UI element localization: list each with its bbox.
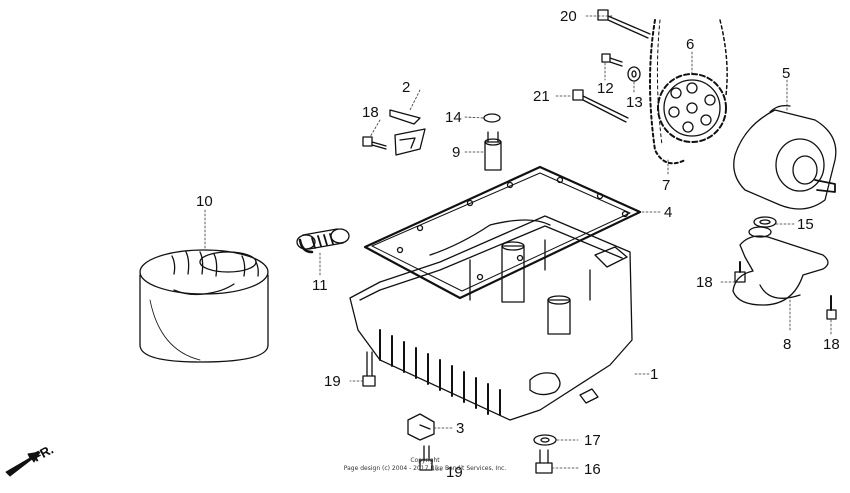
oil-filter [139, 249, 269, 363]
callout-6: 6 [686, 36, 694, 53]
copyright-line: Copyright [410, 457, 440, 464]
callout-11: 11 [312, 277, 328, 294]
callout-14: 14 [445, 109, 462, 126]
drain-bolt-16 [535, 449, 553, 474]
callout-7: 7 [662, 177, 670, 194]
callout-19-bottom: 19 [446, 464, 463, 481]
callout-18-right: 18 [823, 336, 840, 353]
bolt-12 [601, 53, 623, 67]
drive-chain [649, 19, 728, 165]
callout-5: 5 [782, 65, 790, 82]
callout-8: 8 [783, 336, 791, 353]
callout-21: 21 [533, 88, 550, 105]
oil-pump-sprocket [657, 73, 727, 143]
callout-10: 10 [196, 193, 213, 210]
oil-pump [733, 104, 837, 210]
callout-20: 20 [560, 8, 577, 25]
bolt-18-top [362, 136, 387, 150]
callout-9: 9 [452, 144, 460, 161]
callout-15: 15 [797, 216, 814, 233]
sleeve [296, 228, 350, 254]
callout-4: 4 [664, 204, 672, 221]
bracket-2 [389, 109, 426, 156]
front-arrow: FR. [5, 442, 56, 477]
plug-9 [484, 131, 502, 171]
bolt-21 [572, 89, 629, 123]
bolt-19-left [362, 351, 376, 387]
callout-3: 3 [456, 420, 464, 437]
callout-1: 1 [650, 366, 658, 383]
oil-strainer [732, 216, 829, 306]
page-design-line: Page design (c) 2004 - 2017 Bike Bandit … [344, 465, 507, 472]
callout-13: 13 [626, 94, 643, 111]
bolt-20 [597, 9, 651, 39]
clamp-3 [407, 413, 435, 441]
leader-lines [204, 15, 832, 471]
bolt-18-right [826, 295, 837, 320]
bolt-18-middle [734, 261, 746, 283]
callout-18-top: 18 [362, 104, 379, 121]
oil-pan [349, 215, 633, 421]
callout-17: 17 [584, 432, 601, 449]
washer-13 [627, 66, 641, 82]
oil-pan-gasket [363, 165, 642, 300]
callout-16: 16 [584, 461, 601, 478]
callout-2: 2 [402, 79, 410, 96]
callout-19-left: 19 [324, 373, 341, 390]
o-ring-14 [483, 113, 501, 123]
callout-18-middle: 18 [696, 274, 713, 291]
bolt-19-bottom [419, 445, 433, 471]
washer-17 [533, 434, 557, 446]
callout-12: 12 [597, 80, 614, 97]
